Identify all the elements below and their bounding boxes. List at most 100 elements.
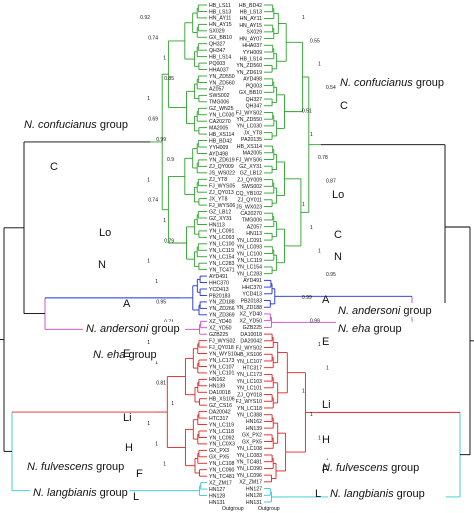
- left-clade-Li: Li: [123, 412, 132, 424]
- left-label-andersoni: N. andersoni group: [86, 323, 180, 335]
- tip-label: HB_BD42: [209, 138, 232, 144]
- right-clade-N: N: [334, 251, 342, 263]
- right-clade-C-upper: C: [340, 100, 348, 112]
- support-value: 1: [302, 389, 305, 395]
- tip-label: AZ057: [209, 87, 224, 93]
- tip-label: HN_AY15: [239, 23, 262, 29]
- tip-label: MA2005: [209, 125, 228, 131]
- tip-label: YN_LC090: [209, 468, 234, 474]
- tip-label: FJ_WYS02: [209, 338, 235, 344]
- right-label-andersoni: N. andersoni group: [338, 305, 432, 317]
- right-label-eha: N. eha group: [338, 323, 402, 335]
- support-value: 1: [302, 202, 305, 208]
- tip-label: YN_LC093: [237, 245, 262, 251]
- tip-label: XZ_ZM17: [209, 480, 232, 486]
- tip-label: QH347: [246, 104, 263, 110]
- tip-label: FJ_WYS06: [209, 203, 235, 209]
- support-value: 1: [318, 249, 321, 255]
- tip-label: SX029: [246, 30, 262, 36]
- support-value: 1: [155, 279, 158, 285]
- tip-label: YN_WYS10: [209, 351, 237, 357]
- tip-label: YN_LC101: [209, 371, 234, 377]
- tip-label: FJ_WYS05: [209, 184, 235, 190]
- tip-label: YN_LC090: [237, 466, 262, 472]
- support-value: 0.87: [326, 178, 336, 184]
- support-value: 1: [147, 340, 150, 346]
- tip-label: HB_LS13: [240, 10, 262, 16]
- tip-label: HB_LS13: [209, 9, 231, 15]
- tip-label: CA20270: [240, 211, 262, 217]
- left-outgroup-label: Outgroup: [222, 506, 244, 512]
- tip-label: HN_AY11: [240, 16, 262, 22]
- tip-label: HB_LS11: [209, 3, 231, 9]
- tip-label: GZ_LB12: [209, 209, 231, 215]
- tip-label: HB_XS114: [237, 144, 262, 150]
- left-label-confucianus: N. confucianus group: [24, 119, 128, 131]
- tip-label: YN_LC154: [209, 255, 234, 261]
- support-value: 1: [310, 225, 313, 231]
- support-value: 0.99: [310, 319, 320, 325]
- tip-label: DA10018: [209, 390, 231, 396]
- left-tree: HB_LS11HB_LS13HN_AY11HN_AY15SX029GX_BB10…: [0, 3, 237, 506]
- left-group-labels: N. confucianus group N. andersoni group …: [20, 118, 185, 499]
- tip-label: QH347: [209, 48, 226, 54]
- tip-label: HN131: [209, 500, 225, 506]
- tip-label: YN_TC471: [209, 267, 235, 273]
- left-clade-C: C: [50, 161, 58, 173]
- tip-label: JS_WX023: [236, 204, 262, 210]
- tip-label: PB20183: [209, 293, 230, 299]
- support-value: 0.81: [156, 380, 166, 386]
- support-value: 0.74: [148, 35, 158, 41]
- tip-label: SWS002: [242, 184, 263, 190]
- tip-label: HN128: [246, 493, 262, 499]
- support-value: 1: [147, 96, 150, 102]
- tip-label: HB_XS106: [236, 352, 262, 358]
- tip-label: FJ_WYS02: [236, 110, 262, 116]
- tip-label: TMG006: [209, 100, 229, 106]
- tip-label: ZJ_YT8: [209, 177, 227, 183]
- tip-label: AYD491: [209, 274, 228, 280]
- right-clade-C-lower: C: [334, 229, 342, 241]
- support-value: 1: [318, 435, 321, 441]
- left-label-fulvescens: N. fulvescens group: [27, 461, 124, 473]
- support-value: 0.79: [164, 238, 174, 244]
- tip-label: SWS002: [209, 93, 230, 99]
- support-value: 1: [155, 360, 158, 366]
- tip-label: HTC317: [243, 365, 262, 371]
- tip-label: YN_LC0X3: [209, 442, 235, 448]
- tip-label: HN_AY15: [209, 22, 232, 28]
- right-label-fulvescens: N. fulvescens group: [322, 462, 419, 474]
- tip-label: YN_LC103: [237, 379, 262, 385]
- left-clade-Lo: Lo: [99, 227, 111, 239]
- tip-label: HB_LS14: [240, 57, 262, 63]
- tip-label: YN_LC100: [237, 251, 262, 257]
- right-outgroup-label: Outgroup: [258, 506, 280, 512]
- tip-label: PQ003: [209, 61, 225, 67]
- tip-label: FJ_QY018: [209, 345, 234, 351]
- tip-label: GZ_CS16: [209, 403, 232, 409]
- support-value: 0.95: [156, 299, 166, 305]
- tip-label: CA20270: [209, 119, 231, 125]
- tip-label: HN139: [209, 384, 225, 390]
- left-label-langbianis: N. langbianis group: [33, 487, 128, 499]
- tip-label: YN_LC100: [209, 242, 234, 248]
- tip-label: XZ_YD50: [209, 326, 232, 332]
- tip-label: SX029: [209, 29, 225, 35]
- tip-label: HB_XS106: [209, 397, 235, 403]
- left-clade-letters: C Lo N A E Li H F L: [50, 161, 143, 503]
- tip-label: HB_LS14: [209, 54, 231, 60]
- tip-label: HN131: [246, 500, 262, 506]
- tip-label: HB_BD42: [239, 3, 262, 9]
- tip-label: YCD413: [209, 287, 229, 293]
- right-label-confucianus: N. confucianus group: [340, 77, 444, 89]
- support-value: 1: [163, 56, 166, 62]
- tip-label: JX_YT8: [244, 130, 263, 136]
- support-value: 1: [155, 441, 158, 447]
- tip-label: YYH009: [243, 50, 262, 56]
- left-clade-N: N: [98, 259, 106, 271]
- tip-label: HHA037: [242, 43, 262, 49]
- tip-label: HN162: [209, 377, 225, 383]
- support-value: 1: [147, 421, 150, 427]
